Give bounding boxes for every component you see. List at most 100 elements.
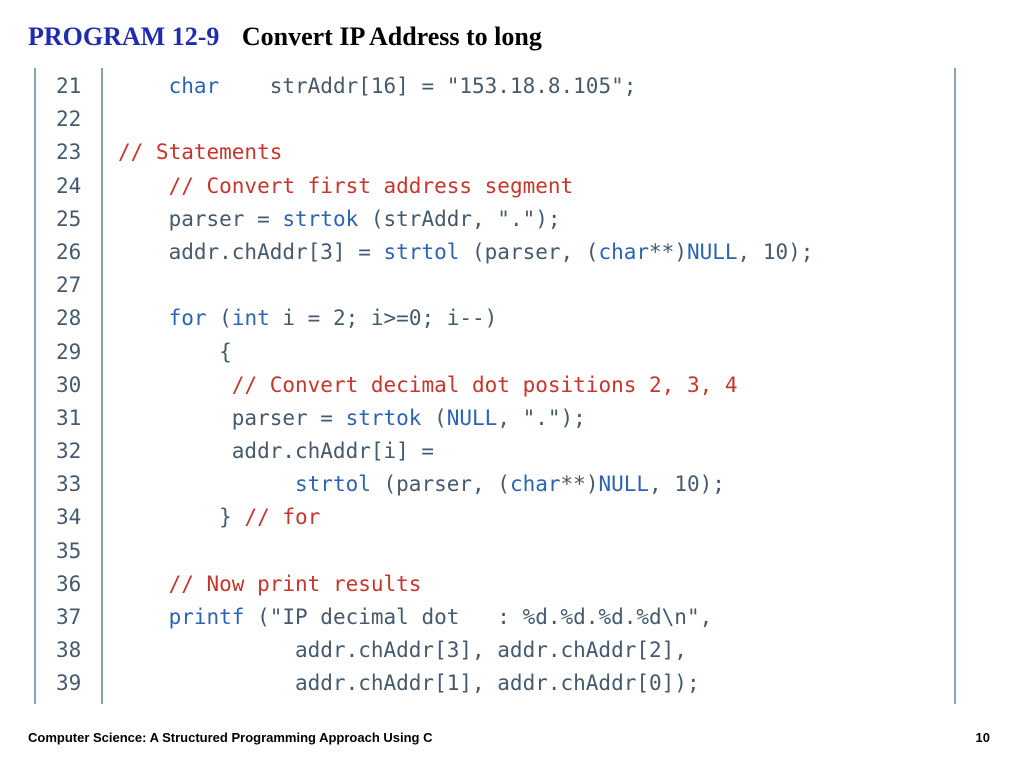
code-token: **)	[560, 472, 599, 497]
code-token: parser =	[118, 206, 283, 231]
code-token: (strAddr, ".");	[358, 206, 561, 231]
program-title: Convert IP Address to long	[241, 22, 542, 51]
code-token: (	[421, 405, 447, 430]
line-number: 27	[56, 273, 82, 298]
code-text: parser = strtok (strAddr, ".");	[118, 203, 561, 236]
code-comment: // Statements	[118, 140, 283, 165]
code-text: printf ("IP decimal dot : %d.%d.%d.%d\n"…	[118, 601, 713, 634]
line-number: 26	[56, 239, 82, 264]
line-number: 28	[56, 306, 82, 331]
code-token: , ".");	[497, 405, 586, 430]
program-label: PROGRAM 12-9	[28, 22, 220, 51]
code-line: 37 printf ("IP decimal dot : %d.%d.%d.%d…	[56, 601, 936, 634]
line-number: 35	[56, 538, 82, 563]
code-text: addr.chAddr[1], addr.chAddr[0]);	[118, 667, 700, 700]
code-token	[118, 174, 169, 198]
code-keyword: NULL	[686, 239, 738, 264]
line-number: 32	[56, 439, 82, 464]
code-text: addr.chAddr[3], addr.chAddr[2],	[118, 634, 687, 667]
code-line: 28 for (int i = 2; i>=0; i--)	[56, 302, 936, 335]
code-line: 24 // Convert first address segment	[56, 170, 936, 203]
line-number: 29	[56, 339, 82, 364]
code-keyword: strtok	[345, 405, 422, 430]
code-frame	[34, 68, 956, 704]
code-text: for (int i = 2; i>=0; i--)	[118, 302, 498, 335]
code-text: addr.chAddr[3] = strtol (parser, (char**…	[118, 236, 814, 269]
code-token: ("IP decimal dot : %d.%d.%d.%d\n",	[244, 605, 713, 629]
code-token: addr.chAddr[3], addr.chAddr[2],	[118, 638, 687, 663]
code-token	[118, 572, 169, 596]
code-line: 35	[56, 535, 936, 568]
code-token: addr.chAddr[i] =	[118, 439, 435, 464]
code-keyword: NULL	[598, 472, 650, 497]
code-token	[118, 74, 169, 98]
footer-page-number: 10	[975, 730, 990, 745]
code-token: (parser, (	[459, 239, 599, 264]
line-number: 22	[56, 107, 82, 132]
code-comment: // for	[244, 505, 321, 530]
code-line: 22	[56, 103, 936, 136]
code-token	[118, 472, 295, 496]
line-number: 23	[56, 140, 82, 165]
code-token: parser =	[118, 405, 346, 430]
code-text: parser = strtok (NULL, ".");	[118, 402, 586, 435]
code-token: (	[206, 306, 232, 331]
code-line: 36 // Now print results	[56, 568, 936, 601]
line-number: 25	[56, 206, 82, 231]
code-token: , 10);	[649, 472, 725, 497]
code-comment: // Convert decimal dot positions 2, 3, 4	[231, 372, 738, 397]
line-number: 39	[56, 671, 82, 696]
line-number: 34	[56, 505, 82, 530]
line-number: 30	[56, 372, 82, 397]
code-text: // Convert first address segment	[118, 170, 574, 203]
code-text: {	[118, 336, 232, 369]
code-keyword: strtol	[383, 239, 460, 264]
line-number: 33	[56, 472, 82, 497]
slide-title: PROGRAM 12-9 Convert IP Address to long	[28, 22, 542, 52]
code-line: 38 addr.chAddr[3], addr.chAddr[2],	[56, 634, 936, 667]
code-line: 39 addr.chAddr[1], addr.chAddr[0]);	[56, 667, 936, 700]
line-number: 24	[56, 173, 82, 198]
code-listing: 21 char strAddr[16] = "153.18.8.105"; 22 2…	[56, 70, 936, 701]
code-token	[118, 605, 169, 629]
gutter-divider	[101, 68, 103, 704]
code-token: i = 2; i>=0; i--)	[269, 306, 498, 331]
code-token: }	[118, 505, 245, 530]
line-number: 36	[56, 571, 82, 596]
code-keyword: char	[168, 74, 220, 98]
line-number: 31	[56, 405, 82, 430]
code-text: // Statements	[118, 136, 282, 169]
code-text: char strAddr[16] = "153.18.8.105";	[118, 70, 637, 103]
code-line: 33 strtol (parser, (char**)NULL, 10);	[56, 468, 936, 501]
code-keyword: char	[509, 472, 561, 497]
code-keyword: char	[598, 239, 650, 264]
code-line: 21 char strAddr[16] = "153.18.8.105";	[56, 70, 936, 103]
code-line: 23 // Statements	[56, 136, 936, 169]
code-token: strAddr[16] = "153.18.8.105";	[219, 74, 637, 98]
code-text: } // for	[118, 501, 320, 534]
code-text: strtol (parser, (char**)NULL, 10);	[118, 468, 725, 501]
code-text: // Now print results	[118, 568, 422, 601]
line-number: 38	[56, 638, 82, 663]
code-token: addr.chAddr[3] =	[118, 239, 384, 264]
code-comment: // Now print results	[168, 571, 422, 596]
code-keyword: for	[168, 306, 207, 331]
code-token: **)	[649, 239, 687, 264]
code-text: // Convert decimal dot positions 2, 3, 4	[118, 369, 738, 402]
code-token: {	[118, 339, 232, 364]
code-line: 27	[56, 269, 936, 302]
code-keyword: strtol	[295, 472, 371, 497]
footer-book-title: Computer Science: A Structured Programmi…	[28, 730, 433, 745]
line-number: 21	[56, 74, 82, 98]
code-token: addr.chAddr[1], addr.chAddr[0]);	[118, 671, 700, 696]
code-line: 30 // Convert decimal dot positions 2, 3…	[56, 369, 936, 402]
code-line: 25 parser = strtok (strAddr, ".");	[56, 203, 936, 236]
code-comment: // Convert first address segment	[168, 173, 574, 198]
code-keyword: strtok	[282, 206, 359, 231]
code-keyword: int	[231, 306, 270, 331]
code-line: 31 parser = strtok (NULL, ".");	[56, 402, 936, 435]
code-line: 32 addr.chAddr[i] =	[56, 435, 936, 468]
line-number: 37	[56, 605, 82, 629]
code-keyword: printf	[168, 605, 245, 629]
code-token: , 10);	[737, 239, 814, 264]
